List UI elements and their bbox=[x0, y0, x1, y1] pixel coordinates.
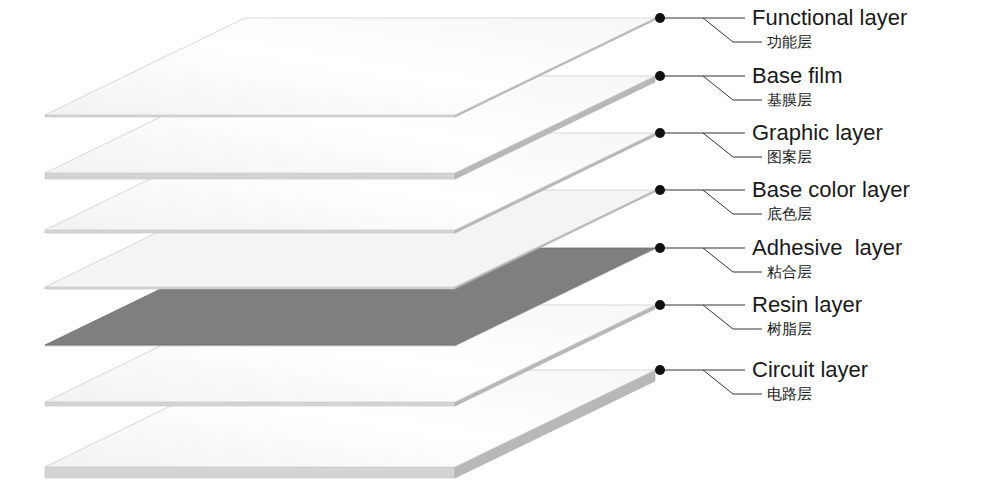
layer-name-chinese: 电路层 bbox=[767, 386, 812, 403]
layer-name-chinese: 功能层 bbox=[767, 34, 812, 51]
leader-dot bbox=[655, 128, 665, 138]
layer-name: Graphic layer bbox=[752, 121, 883, 145]
plate-front-edge bbox=[45, 402, 455, 406]
leader-dot bbox=[655, 13, 665, 23]
leader-line bbox=[660, 305, 745, 306]
layer-plate bbox=[45, 18, 655, 117]
leader-line bbox=[660, 370, 745, 371]
leader-dot bbox=[655, 300, 665, 310]
layer-name-chinese: 图案层 bbox=[767, 149, 812, 166]
layer-name-chinese: 基膜层 bbox=[767, 92, 812, 109]
layer-name: Base color layer bbox=[752, 178, 910, 202]
layer-name: Circuit layer bbox=[752, 358, 868, 382]
leader-dot bbox=[655, 185, 665, 195]
layer-name-chinese: 粘合层 bbox=[767, 264, 812, 281]
plate-front-edge bbox=[45, 173, 455, 179]
leader-line bbox=[660, 248, 745, 249]
layer-name: Functional layer bbox=[752, 6, 907, 30]
layer-name: Adhesive layer bbox=[752, 236, 902, 260]
leader-dot bbox=[655, 71, 665, 81]
leader-line bbox=[660, 76, 745, 77]
leader-dot bbox=[655, 243, 665, 253]
leader-dot bbox=[655, 365, 665, 375]
leader-line bbox=[660, 133, 745, 134]
layer-name: Base film bbox=[752, 64, 842, 88]
plate-front-edge bbox=[45, 467, 455, 478]
leader-line bbox=[660, 18, 745, 19]
layer-name: Resin layer bbox=[752, 293, 862, 317]
plate-front-edge bbox=[45, 230, 455, 233]
plate-top-face bbox=[45, 18, 655, 115]
layer-name-chinese: 底色层 bbox=[767, 206, 812, 223]
layer-name-chinese: 树脂层 bbox=[767, 321, 812, 338]
leader-line bbox=[660, 190, 745, 191]
